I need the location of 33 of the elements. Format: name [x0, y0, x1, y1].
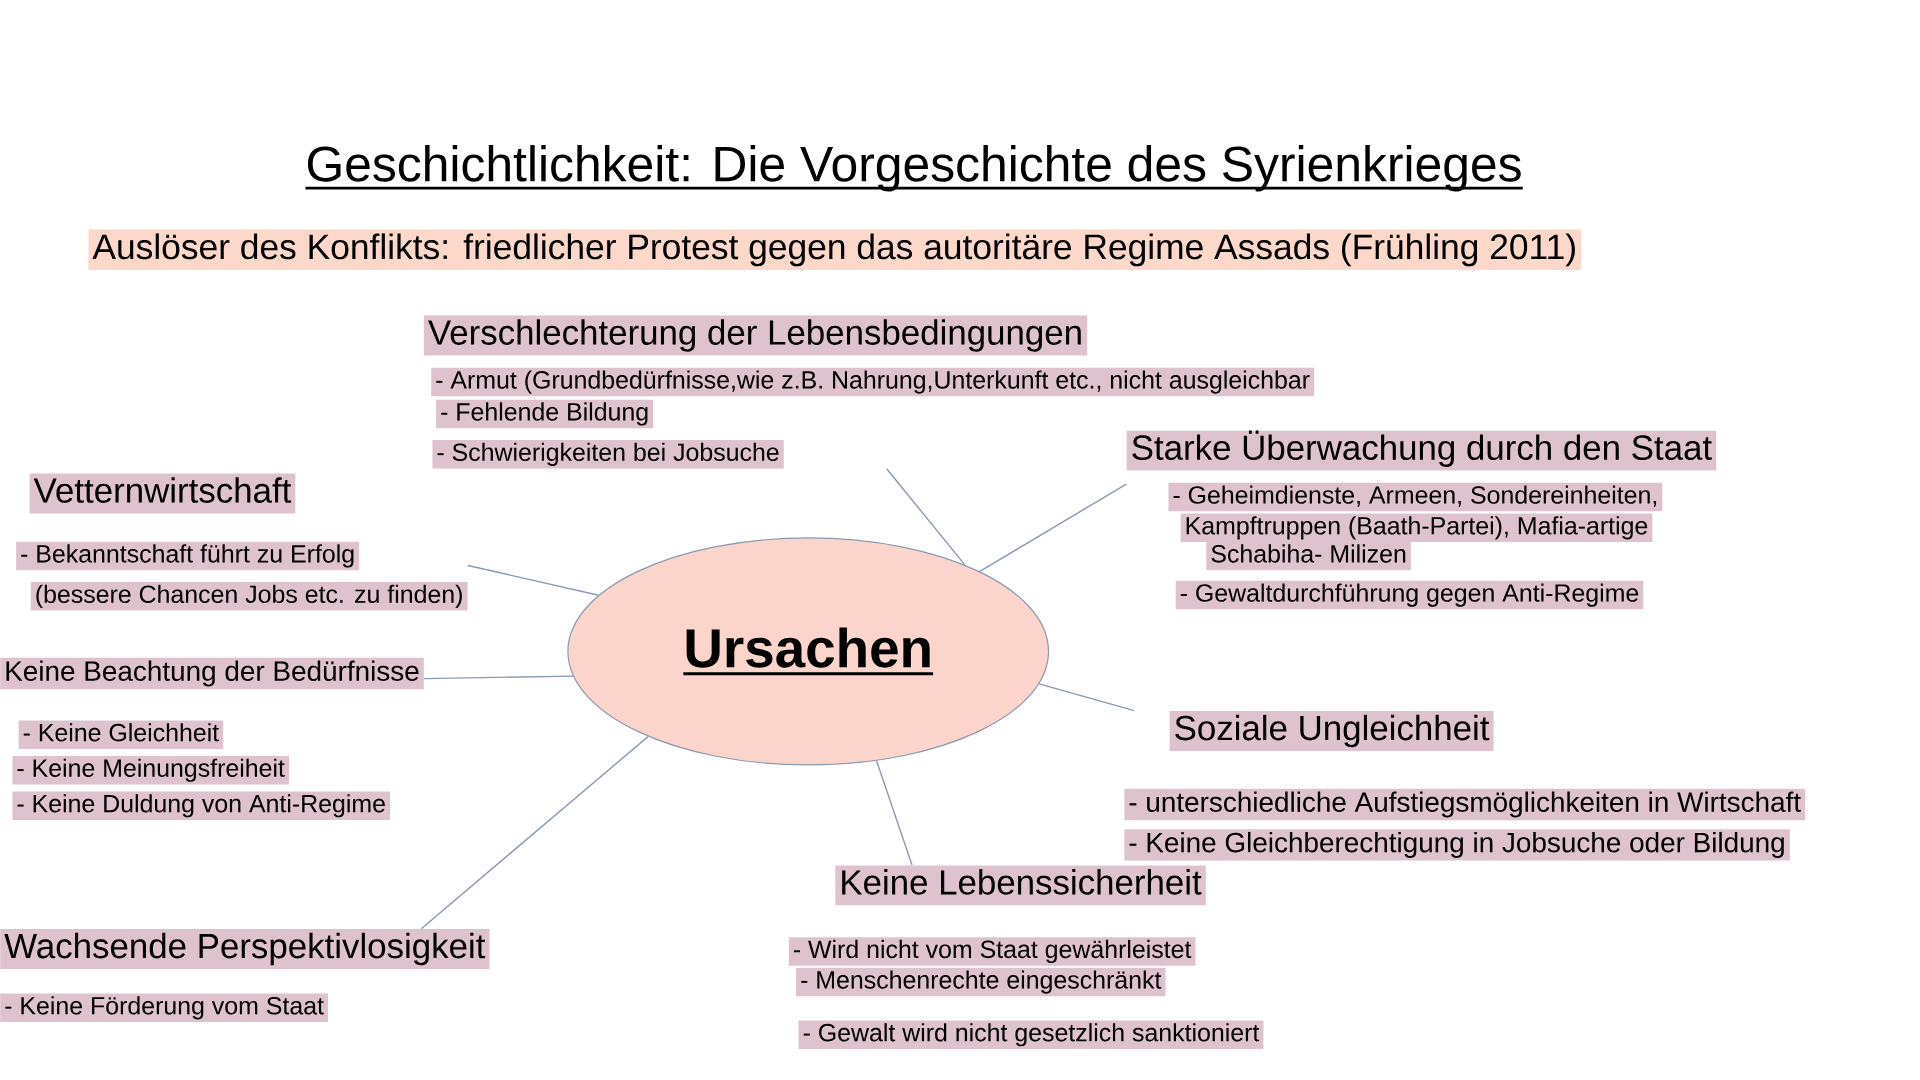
- topic-heading: Starke Überwachung durch den Staat: [1126, 430, 1717, 471]
- connector-line: [467, 564, 600, 596]
- list-item: - unterschiedliche Aufstiegsmöglichkeiten in Wirtschaft: [1124, 788, 1806, 821]
- list-item: - Wird nicht vom Staat gewährleistet: [788, 937, 1196, 966]
- list-item: - Keine Duldung von Anti-Regime: [12, 791, 391, 820]
- topic-heading: Keine Beachtung der Bedürfnisse: [0, 657, 424, 690]
- list-item: - Keine Gleichberechtigung in Jobsuche oder Bildung: [1124, 829, 1790, 861]
- highlighted-sentence: Auslöser des Konflikts: friedlicher Protest gegen das autoritäre Regime Assads (Frühling 2011): [88, 229, 1582, 270]
- list-item: - Armut (Grundbedürfnisse,wie z.B. Nahrung,Unterkunft etc., nicht ausgleichbar: [431, 367, 1315, 397]
- list-item: (bessere Chancen Jobs etc. zu finden): [30, 582, 468, 611]
- connector-line: [423, 675, 574, 680]
- list-item: - Keine Gleichheit: [18, 720, 224, 749]
- topic-heading: Verschlechterung der Lebensbedingungen: [423, 315, 1088, 356]
- connector-line: [979, 483, 1127, 573]
- list-item: - Gewalt wird nicht gesetzlich sanktioniert: [798, 1020, 1264, 1049]
- title: Geschichtlichkeit: Die Vorgeschichte des Syrienkrieges: [305, 145, 1523, 192]
- connector-line: [886, 468, 966, 566]
- list-item: - Keine Meinungsfreiheit: [12, 755, 289, 785]
- connector-line: [420, 735, 649, 930]
- topic-heading: Wachsende Perspektivlosigkeit: [0, 929, 490, 969]
- list-item: - Geheimdienste, Armeen, Sondereinheiten,: [1168, 482, 1663, 512]
- list-item: - Keine Förderung vom Staat: [0, 993, 328, 1023]
- connector-line: [875, 760, 913, 866]
- list-item: - Menschenrechte eingeschränkt: [796, 967, 1166, 997]
- topic-heading: Vetternwirtschaft: [29, 473, 296, 514]
- topic-heading: Soziale Ungleichheit: [1169, 711, 1494, 751]
- topic-heading: Keine Lebenssicherheit: [835, 865, 1206, 906]
- list-item: - Gewaltdurchführung gegen Anti-Regime: [1175, 580, 1644, 610]
- list-item: Schabiha- Milizen: [1206, 541, 1411, 571]
- list-item: - Bekanntschaft führt zu Erfolg: [16, 541, 360, 571]
- connector-line: [1038, 683, 1135, 712]
- list-item: - Schwierigkeiten bei Jobsuche: [432, 440, 784, 469]
- list-item: - Fehlende Bildung: [436, 399, 654, 429]
